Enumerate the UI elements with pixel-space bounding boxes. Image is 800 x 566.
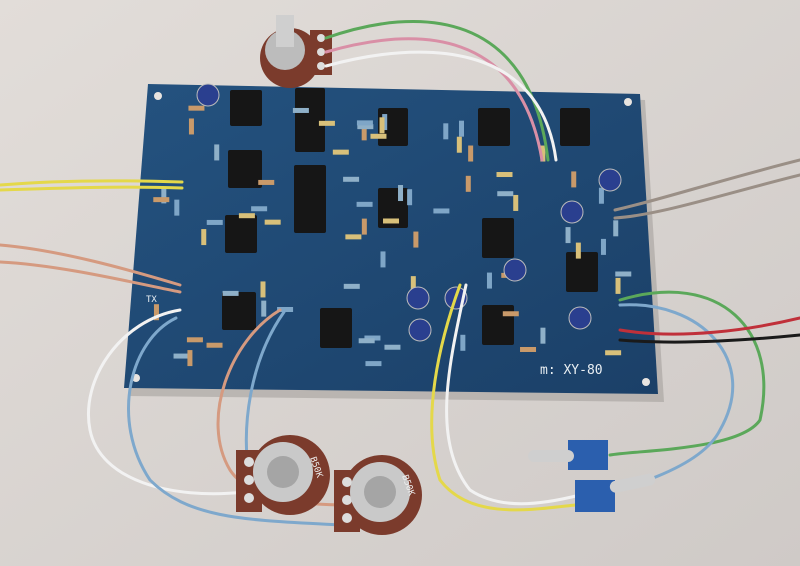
resistor <box>292 107 309 113</box>
resistor <box>251 206 268 212</box>
ic-chip <box>566 252 598 292</box>
potentiometer-right: B50K <box>334 455 422 535</box>
resistor <box>345 234 362 240</box>
resistor <box>613 220 619 237</box>
resistor <box>540 327 546 344</box>
resistor <box>497 191 514 197</box>
resistor <box>496 172 513 178</box>
resistor <box>356 120 373 126</box>
resistor <box>465 175 471 192</box>
resistor <box>258 179 275 185</box>
ic-chip <box>482 218 514 258</box>
wires <box>0 19 800 527</box>
ic-chips <box>222 88 598 348</box>
resistor <box>443 123 449 140</box>
resistor <box>238 213 255 219</box>
resistor <box>222 290 239 296</box>
resistor <box>206 219 223 225</box>
resistor <box>486 272 492 289</box>
toggle-switches <box>528 440 656 512</box>
resistor <box>605 350 622 356</box>
resistor <box>361 218 367 235</box>
resistor <box>520 346 537 352</box>
ic-chip <box>225 215 257 253</box>
ic-chip <box>295 88 325 152</box>
resistor <box>433 208 450 214</box>
resistor <box>206 342 223 348</box>
potentiometer-left: B50K <box>236 435 330 515</box>
resistor <box>379 117 385 134</box>
capacitor <box>560 200 584 224</box>
resistor <box>188 118 194 135</box>
resistor <box>161 187 167 204</box>
ic-chip <box>560 108 590 146</box>
resistor <box>460 334 466 351</box>
resistor <box>458 120 464 137</box>
resistor <box>318 120 335 126</box>
resistor <box>153 197 170 203</box>
resistor <box>358 338 375 344</box>
resistor <box>260 281 266 298</box>
ic-chip <box>228 150 262 188</box>
resistor <box>214 144 220 161</box>
resistor <box>365 361 382 367</box>
resistor <box>456 136 462 153</box>
resistor <box>357 124 374 130</box>
resistor <box>356 201 373 207</box>
capacitor <box>408 318 432 342</box>
resistor <box>343 283 360 289</box>
resistor <box>382 114 388 131</box>
board-label: m: XY-80 <box>540 363 603 378</box>
capacitor <box>598 168 622 192</box>
resistor <box>565 227 571 244</box>
resistor <box>380 251 386 268</box>
ic-chip <box>320 308 352 348</box>
ic-chip <box>478 108 510 146</box>
resistor <box>264 219 281 225</box>
top-potentiometer <box>260 15 332 88</box>
resistor <box>413 231 419 248</box>
resistor <box>398 185 404 202</box>
resistor <box>468 145 474 162</box>
resistor <box>186 337 203 343</box>
ic-chip <box>294 165 326 233</box>
resistor <box>615 277 621 294</box>
resistor <box>364 335 381 341</box>
resistor <box>407 189 413 206</box>
resistor <box>600 238 606 255</box>
resistor <box>575 242 581 259</box>
resistor <box>201 229 207 246</box>
resistor <box>502 311 519 317</box>
resistor <box>153 304 159 321</box>
resistor <box>277 306 294 312</box>
capacitor <box>503 258 527 282</box>
resistor <box>383 218 400 224</box>
resistor <box>384 344 401 350</box>
ic-chip <box>230 90 262 126</box>
capacitor <box>406 286 430 310</box>
components <box>153 83 632 367</box>
resistor <box>332 149 349 155</box>
resistor <box>598 187 604 204</box>
resistor <box>540 145 546 162</box>
tx-label: TX <box>146 295 157 305</box>
resistor <box>513 194 519 211</box>
resistor <box>343 176 360 182</box>
ic-chip <box>222 292 256 330</box>
resistor <box>187 350 193 367</box>
resistor <box>174 199 180 216</box>
capacitor <box>196 83 220 107</box>
resistor <box>410 276 416 293</box>
resistor <box>188 105 205 111</box>
resistor <box>370 133 387 139</box>
resistor <box>261 300 267 317</box>
ic-chip <box>482 305 514 345</box>
capacitor <box>568 306 592 330</box>
resistor <box>173 353 190 359</box>
resistor <box>361 124 367 141</box>
resistor <box>615 271 632 277</box>
resistor <box>571 171 577 188</box>
